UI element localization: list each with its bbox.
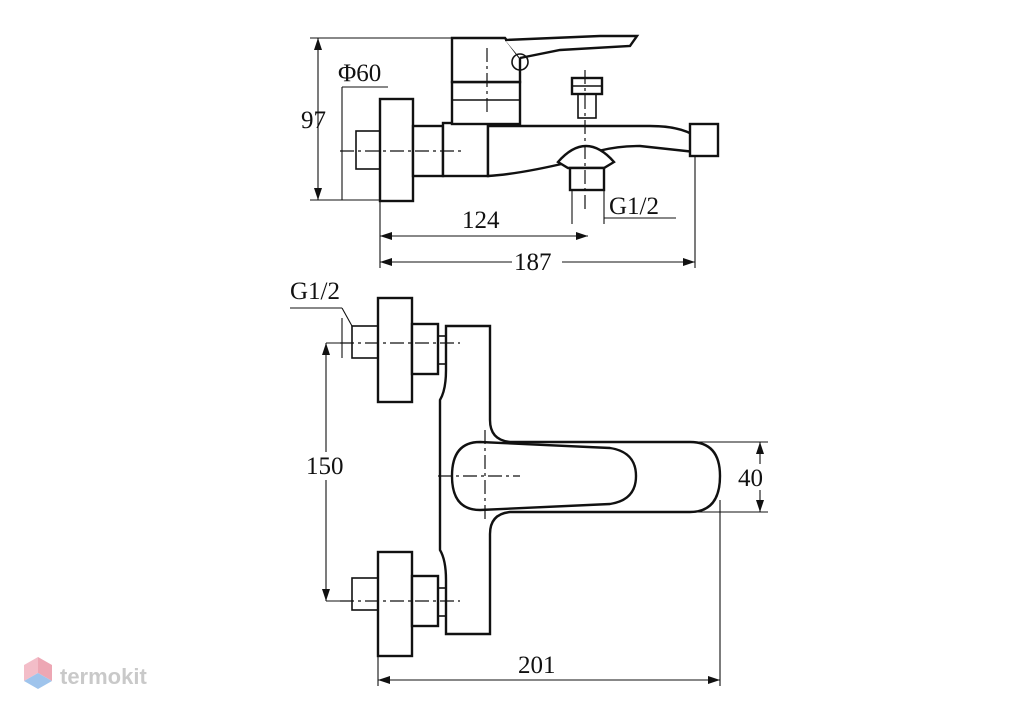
dim-124-label: 124	[462, 207, 500, 234]
wall-flange-top	[378, 97, 415, 203]
dim-center-distance-label: 150	[306, 453, 344, 480]
termokit-watermark: termokit	[24, 657, 147, 689]
dim-187-label: 187	[514, 249, 552, 276]
upper-nipple	[351, 325, 379, 359]
dim-spout-height-label: 40	[738, 465, 763, 492]
dim-diameter-label: Φ60	[338, 60, 381, 87]
top-view: Φ60 97 124 G1/2 187	[301, 34, 720, 276]
shower-outlet-top	[556, 144, 616, 170]
termokit-logo-icon	[24, 657, 52, 689]
lower-flange	[376, 550, 414, 658]
dim-201-label: 201	[518, 652, 556, 679]
dim-diverter-thread-label: G1/2	[609, 193, 659, 220]
spout-end-cap	[688, 122, 720, 158]
inlet-nipple-top	[355, 130, 381, 170]
lever-handle-front	[450, 440, 638, 512]
mixer-body-top	[441, 121, 490, 178]
upper-nut	[410, 322, 440, 376]
lower-nipple	[351, 577, 379, 611]
upper-flange	[376, 296, 414, 404]
watermark-brand-text: termokit	[60, 664, 147, 689]
cartridge-housing	[450, 80, 522, 126]
dim-height-label: 97	[301, 107, 326, 134]
lever-paddle-top	[504, 34, 640, 60]
front-view: G1/2 150 40 201	[290, 278, 772, 686]
dim-inlet-thread-label: G1/2	[290, 278, 340, 305]
shower-outlet-nut	[568, 166, 606, 192]
